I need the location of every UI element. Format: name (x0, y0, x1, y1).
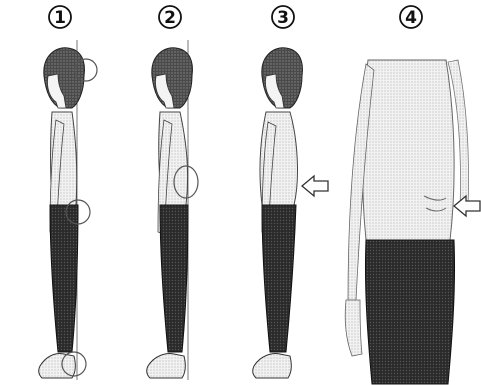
figure-2 (147, 40, 198, 380)
figure-4-closeup (345, 60, 480, 384)
figure-3 (253, 48, 328, 378)
hollow-arrow-left-icon (302, 176, 328, 196)
figure-1 (39, 40, 97, 380)
